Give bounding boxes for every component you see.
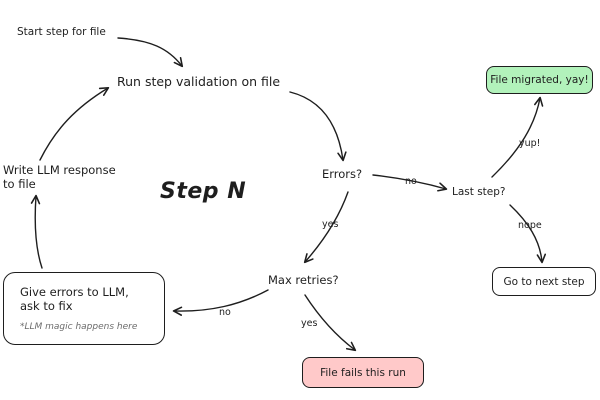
max-retries-decision: Max retries?	[268, 273, 339, 287]
arrow-max-retries-to-fails	[304, 294, 357, 352]
next-step-node: Go to next step	[492, 267, 596, 296]
edge-label-last-step-yes: yup!	[519, 138, 541, 149]
give-errors-line2: ask to fix	[20, 299, 73, 313]
arrow-start-to-validation	[117, 37, 184, 68]
write-llm-node: Write LLM response to file	[3, 163, 116, 192]
diagram-title: Step N	[160, 179, 247, 204]
file-fails-node: File fails this run	[302, 357, 424, 388]
arrow-errors-to-max-retries	[303, 191, 349, 264]
arrow-max-retries-to-give-errors	[172, 289, 269, 316]
write-llm-line1: Write LLM response	[3, 163, 116, 177]
arrow-validation-to-errors	[289, 91, 347, 162]
arrow-errors-to-last-step	[372, 174, 448, 192]
give-errors-node: Give errors to LLM, ask to fix *LLM magi…	[3, 272, 165, 345]
edge-label-max-retries-yes: yes	[301, 318, 318, 329]
last-step-decision: Last step?	[452, 186, 506, 198]
edge-label-last-step-no: nope	[518, 220, 542, 231]
give-errors-line1: Give errors to LLM,	[20, 285, 129, 299]
arrow-last-step-to-migrated	[491, 96, 544, 178]
file-migrated-node: File migrated, yay!	[486, 66, 593, 94]
errors-decision: Errors?	[322, 167, 363, 181]
start-label: Start step for file	[17, 26, 106, 38]
write-llm-line2: to file	[3, 177, 36, 192]
edge-label-max-retries-no: no	[219, 307, 231, 318]
arrow-write-llm-to-validation	[39, 86, 110, 161]
edge-label-errors-yes: yes	[322, 219, 339, 230]
arrow-give-errors-to-write-llm	[30, 194, 43, 269]
edge-label-errors-no: no	[405, 176, 417, 187]
llm-magic-note: *LLM magic happens here	[20, 322, 138, 332]
arrow-last-step-to-next-step	[509, 204, 547, 264]
validation-node: Run step validation on file	[117, 74, 281, 89]
